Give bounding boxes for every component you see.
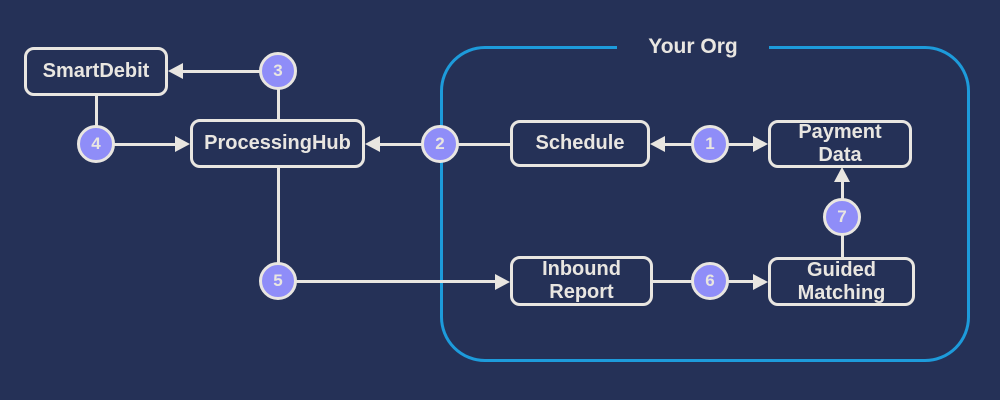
step-circle-7: 7 — [823, 198, 861, 236]
node-inbound-report: Inbound Report — [510, 256, 653, 306]
arrowhead-into-schedule — [650, 136, 665, 152]
step-5-number: 5 — [273, 271, 283, 290]
step-circle-6: 6 — [691, 262, 729, 300]
connector-smartdebit-to-step4 — [94, 95, 98, 126]
connector-step2-to-processinghub — [379, 142, 423, 146]
step-7-number: 7 — [837, 207, 847, 226]
connector-step1-to-schedule — [664, 142, 693, 146]
node-payment-data-label-line2: Data — [818, 144, 862, 166]
node-processinghub-label: ProcessingHub — [204, 132, 351, 154]
step-circle-2: 2 — [421, 125, 459, 163]
connector-step7-to-payment-data — [840, 182, 844, 200]
connector-processinghub-to-step5 — [276, 167, 280, 263]
connector-inbound-report-to-step6 — [652, 279, 692, 283]
arrowhead-into-guided-matching — [753, 273, 768, 290]
step-circle-3: 3 — [259, 52, 297, 90]
step-3-number: 3 — [273, 61, 283, 80]
connector-guided-matching-to-step7 — [840, 234, 844, 258]
step-1-number: 1 — [705, 134, 715, 153]
connector-step4-to-processinghub — [113, 142, 176, 146]
connector-step5-to-inbound-report — [295, 279, 496, 283]
connector-step3-to-smartdebit — [182, 69, 260, 73]
node-inbound-report-label-line1: Inbound — [542, 258, 621, 280]
node-smartdebit: SmartDebit — [24, 47, 168, 96]
node-processinghub: ProcessingHub — [190, 119, 365, 168]
connector-processinghub-to-step3 — [276, 89, 280, 120]
connector-schedule-to-step2 — [457, 142, 511, 146]
org-boundary — [440, 46, 970, 362]
step-6-number: 6 — [705, 271, 715, 290]
step-2-number: 2 — [435, 134, 445, 153]
arrowhead-into-processinghub-right — [365, 136, 380, 152]
arrowhead-into-processinghub-left — [175, 136, 190, 152]
node-schedule-label: Schedule — [535, 132, 625, 154]
node-payment-data: Payment Data — [768, 120, 912, 168]
arrowhead-into-inbound-report — [495, 273, 510, 290]
step-circle-5: 5 — [259, 262, 297, 300]
node-guided-matching-label-line2: Matching — [797, 281, 886, 304]
node-guided-matching-label-line1: Guided — [807, 258, 876, 281]
arrowhead-into-payment-data-bottom — [834, 167, 850, 182]
connector-step6-to-guided-matching — [727, 279, 754, 283]
step-circle-1: 1 — [691, 125, 729, 163]
node-payment-data-label-line1: Payment — [798, 121, 882, 143]
arrowhead-into-payment-data-left — [753, 136, 768, 152]
arrowhead-into-smartdebit — [168, 63, 183, 79]
node-inbound-report-label-line2: Report — [549, 281, 614, 303]
node-guided-matching: Guided Matching — [768, 257, 915, 306]
connector-step1-to-payment-data — [727, 142, 754, 146]
step-circle-4: 4 — [77, 125, 115, 163]
node-schedule: Schedule — [510, 120, 650, 167]
org-boundary-label: Your Org — [617, 33, 769, 61]
step-4-number: 4 — [91, 134, 101, 153]
node-smartdebit-label: SmartDebit — [42, 60, 150, 82]
